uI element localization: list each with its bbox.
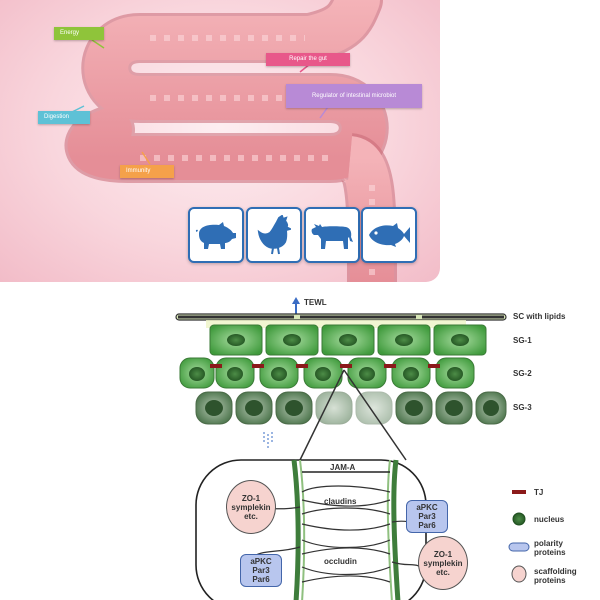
regulator-label: Regulator of intestinal microbiot: [286, 84, 422, 108]
sg2-cells: [179, 357, 475, 389]
cow-icon-box: [304, 207, 360, 263]
fish-icon: [369, 223, 410, 247]
legend-polarity-swatch: [508, 542, 530, 552]
sg1-cells: [209, 324, 487, 356]
sg3-cells: [195, 391, 507, 425]
gut-panel: Energy Repair the gut Regulator of intes…: [0, 0, 440, 282]
jam-a-label: JAM-A: [330, 463, 356, 472]
apkc-complex-left: aPKC Par3 Par6: [240, 554, 282, 587]
occludin-label: occludin: [324, 557, 357, 566]
legend-tj-label: TJ: [534, 488, 544, 497]
repair-gut-label: Repair the gut: [266, 53, 350, 66]
legend-polarity-label: polarity proteins: [534, 539, 566, 557]
legend-nucleus-label: nucleus: [534, 515, 565, 524]
energy-label: Energy: [54, 27, 104, 40]
legend-scaffolding-swatch: [511, 565, 527, 583]
legend-tj-swatch: [512, 490, 526, 494]
pig-icon: [195, 222, 236, 249]
sg1-label: SG-1: [513, 336, 532, 345]
apkc-complex-right: aPKC Par3 Par6: [406, 500, 448, 533]
claudins-label: claudins: [324, 497, 357, 506]
fish-icon-box: [361, 207, 417, 263]
sc-lipids-label: SC with lipids: [513, 312, 566, 321]
claudin-strands: [245, 485, 429, 583]
immunity-pointer: [141, 151, 151, 165]
pig-icon-box: [188, 207, 244, 263]
sg2-label: SG-2: [513, 369, 532, 378]
skin-barrier-panel: TEWL SC with lipids SG-1 SG-2 SG-3 JAM-A…: [166, 292, 600, 600]
zo1-complex-bottom: ZO-1 symplekin etc.: [418, 536, 468, 590]
chicken-icon-box: [246, 207, 302, 263]
energy-pointer: [91, 39, 105, 49]
epidermis-diagram: [175, 297, 530, 600]
cow-icon: [311, 224, 353, 249]
legend-scaffolding-label: scaffolding proteins: [534, 567, 577, 585]
legend-nucleus-swatch: [512, 512, 526, 526]
sg3-label: SG-3: [513, 403, 532, 412]
digestion-label: Digestion: [38, 111, 90, 124]
immunity-label: Immunity: [120, 165, 174, 178]
zo1-complex-top: ZO-1 symplekin etc.: [226, 480, 276, 534]
chicken-icon: [257, 215, 291, 255]
tewl-label: TEWL: [304, 298, 327, 307]
